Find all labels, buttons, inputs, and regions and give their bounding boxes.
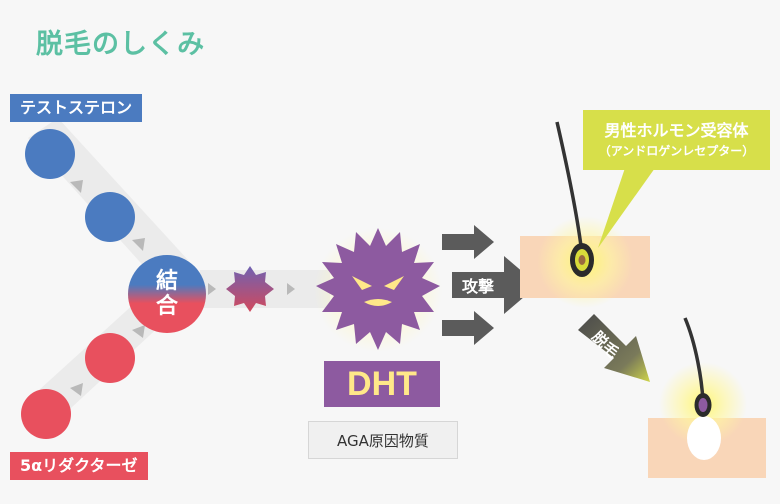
combine-bottom-char: 合 <box>155 294 178 319</box>
reductase-label: 5αリダクターゼ <box>10 452 148 480</box>
aga-label: AGA原因物質 <box>308 421 458 459</box>
hair-loss-arrow <box>578 314 650 382</box>
reductase-circle <box>85 333 135 383</box>
path-arrows <box>70 180 295 396</box>
attack-arrows <box>442 225 538 345</box>
receptor-subtitle: （アンドロゲンレセプター） <box>598 144 755 158</box>
reductase-circle <box>21 389 71 439</box>
combine-top-char: 結 <box>155 268 178 294</box>
receptor-callout: 男性ホルモン受容体 （アンドロゲンレセプター） <box>583 110 770 170</box>
testosterone-label: テストステロン <box>10 94 143 122</box>
dht-virus-icon <box>316 228 440 350</box>
hair-follicle-top <box>520 121 650 308</box>
testosterone-circle <box>25 129 75 179</box>
small-virus-icon <box>226 266 274 312</box>
hair-follicle-bottom <box>648 317 766 478</box>
combine-node: 結 合 <box>128 255 206 333</box>
receptor-pointer <box>598 168 655 248</box>
attack-label: 攻撃 <box>461 277 494 296</box>
dht-label: DHT <box>324 361 440 407</box>
page-title: 脱毛のしくみ <box>36 29 206 60</box>
testosterone-circle <box>85 192 135 242</box>
receptor-title: 男性ホルモン受容体 <box>604 121 749 140</box>
